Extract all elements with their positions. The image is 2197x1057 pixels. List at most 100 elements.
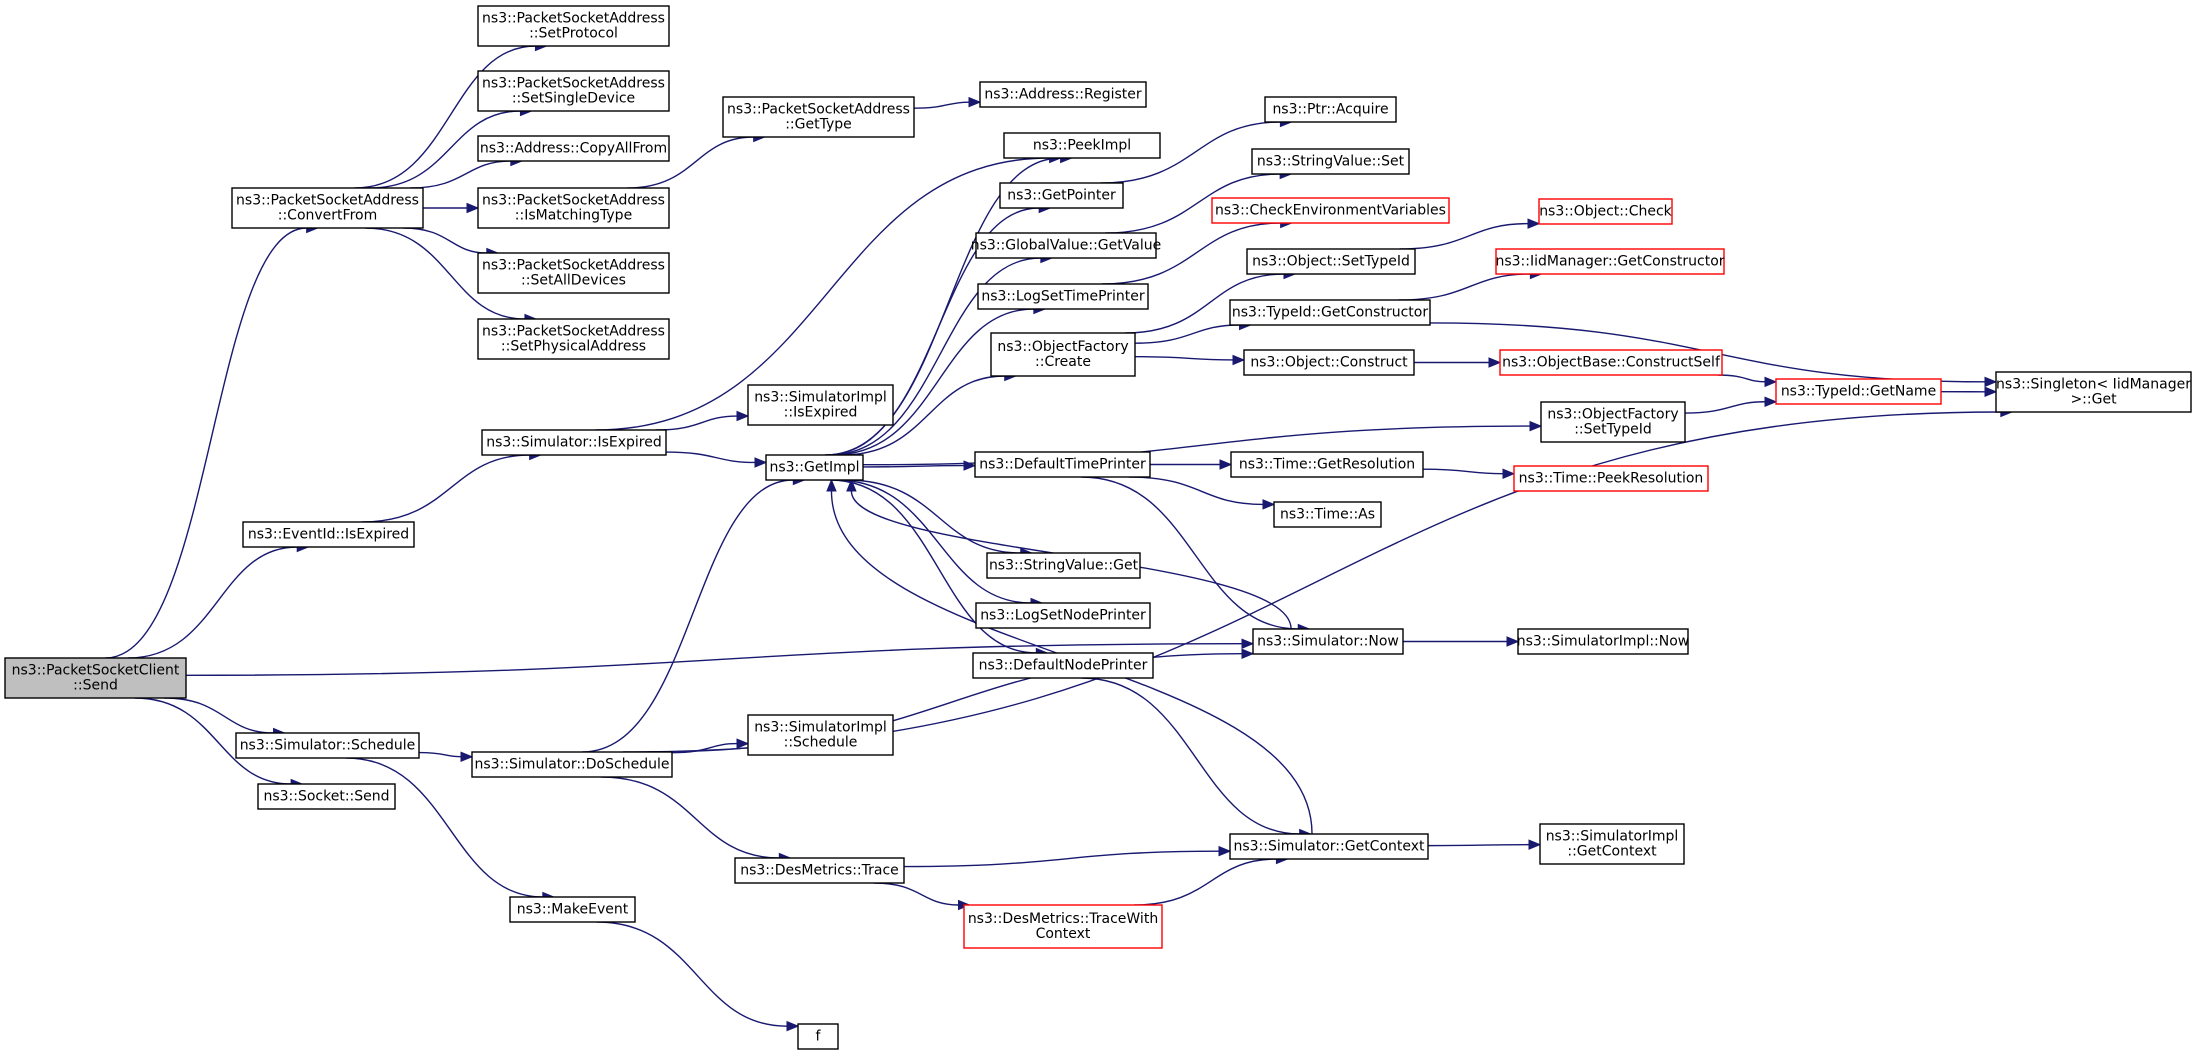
edge-line (1134, 324, 1240, 344)
node-setphysicaladdress[interactable]: ns3::PacketSocketAddress::SetPhysicalAdd… (477, 318, 670, 360)
call-edge-objectbase_constructself-to-typeid_getname (1717, 374, 1778, 388)
node-box (1995, 371, 2192, 413)
node-getpointer[interactable]: ns3::GetPointer (999, 182, 1124, 209)
node-object_check[interactable]: ns3::Object::Check (1538, 198, 1673, 225)
call-edge-sim_schedule-to-makeevent (346, 757, 556, 903)
node-time_getresolution[interactable]: ns3::Time::GetResolution (1230, 451, 1424, 478)
node-sim_doschedule[interactable]: ns3::Simulator::DoSchedule (471, 751, 673, 778)
call-edge-send-to-sim_schedule (164, 697, 286, 739)
node-box (974, 451, 1151, 478)
node-object_construct[interactable]: ns3::Object::Construct (1243, 349, 1415, 376)
node-makeevent[interactable]: ns3::MakeEvent (509, 896, 636, 923)
node-register[interactable]: ns3::Address::Register (979, 81, 1147, 108)
node-ptr_acquire[interactable]: ns3::Ptr::Acquire (1264, 96, 1397, 123)
arrowhead-icon (1241, 638, 1255, 649)
call-edge-defaulttimeprinter-to-time_as (1128, 476, 1276, 510)
node-object_settypeid[interactable]: ns3::Object::SetTypeId (1246, 248, 1416, 275)
node-copyallfrom[interactable]: ns3::Address::CopyAllFrom (477, 135, 670, 162)
node-desmetrics_trace[interactable]: ns3::DesMetrics::Trace (734, 857, 905, 884)
node-convertfrom[interactable]: ns3::PacketSocketAddress::ConvertFrom (231, 187, 424, 229)
node-box (963, 904, 1163, 949)
node-typeid_getname[interactable]: ns3::TypeId::GetName (1775, 378, 1942, 405)
node-box (1495, 248, 1725, 275)
arrowhead-icon (460, 751, 474, 762)
node-globalvalue_getvalue[interactable]: ns3::GlobalValue::GetValue (971, 232, 1161, 259)
edge-line (846, 479, 1021, 554)
node-eventid_isexpired[interactable]: ns3::EventId::IsExpired (242, 521, 415, 548)
edge-line (369, 110, 521, 189)
call-edge-desmetrics_trace-to-desmetrics_tracewithcontext (873, 882, 971, 911)
call-edge-send-to-eventid_isexpired (127, 541, 310, 659)
node-getimpl[interactable]: ns3::GetImpl (765, 454, 864, 481)
node-setprotocol[interactable]: ns3::PacketSocketAddress::SetProtocol (477, 5, 670, 47)
node-objfactory_create[interactable]: ns3::ObjectFactory::Create (990, 332, 1136, 377)
node-setsingledevice[interactable]: ns3::PacketSocketAddress::SetSingleDevic… (477, 70, 670, 112)
node-box (1513, 465, 1709, 492)
node-objectbase_constructself[interactable]: ns3::ObjectBase::ConstructSelf (1499, 349, 1723, 376)
node-label: ns3::Simulator::GetContext (1233, 839, 1425, 855)
edge-line (582, 479, 794, 753)
node-label: ns3::ObjectBase::ConstructSelf (1502, 355, 1721, 371)
node-ismatchingtype[interactable]: ns3::PacketSocketAddress::IsMatchingType (477, 187, 670, 229)
call-edge-object_settypeid-to-object_check (1399, 218, 1541, 250)
node-f[interactable]: f (797, 1023, 839, 1050)
node-time_as[interactable]: ns3::Time::As (1273, 501, 1382, 528)
edge-line (1422, 468, 1504, 475)
node-label: ns3::Address::Register (984, 87, 1142, 103)
node-box (1246, 248, 1416, 275)
node-checkenv[interactable]: ns3::CheckEnvironmentVariables (1211, 197, 1450, 224)
arrowhead-icon (1262, 499, 1276, 510)
node-label: ns3::DesMetrics::TraceWith (968, 911, 1158, 927)
node-stringvalue_get[interactable]: ns3::StringValue::Get (986, 552, 1141, 579)
node-box (477, 252, 670, 294)
node-time_peekresolution[interactable]: ns3::Time::PeekResolution (1513, 465, 1709, 492)
node-singleton_get[interactable]: ns3::Singleton< IidManager>::Get (1995, 371, 2192, 413)
node-gettype[interactable]: ns3::PacketSocketAddress::GetType (722, 96, 915, 138)
edge-line (841, 375, 1005, 456)
node-label: ns3::Simulator::DoSchedule (475, 757, 670, 773)
edge-line (825, 207, 1040, 456)
node-typeid_getconstructor[interactable]: ns3::TypeId::GetConstructor (1229, 299, 1431, 326)
edge-line (862, 425, 1531, 466)
call-edge-sim_schedule-to-sim_doschedule (418, 751, 474, 762)
node-label: ns3::PacketSocketAddress (727, 102, 910, 118)
node-stringvalue_set[interactable]: ns3::StringValue::Set (1251, 148, 1410, 175)
arrowhead-icon (1764, 376, 1778, 388)
edge-line (665, 451, 756, 464)
node-label: ns3::GlobalValue::GetValue (971, 238, 1161, 254)
arrowhead-icon (963, 460, 977, 471)
node-sim_isexpired[interactable]: ns3::Simulator::IsExpired (481, 429, 667, 456)
node-label: ns3::DesMetrics::Trace (740, 863, 899, 879)
node-label: ns3::MakeEvent (517, 902, 629, 918)
node-objfactory_settypeid[interactable]: ns3::ObjectFactory::SetTypeId (1540, 401, 1686, 443)
node-setalldevices[interactable]: ns3::PacketSocketAddress::SetAllDevices (477, 252, 670, 294)
node-sim_now[interactable]: ns3::Simulator::Now (1252, 628, 1404, 655)
node-label: ::Send (73, 678, 118, 694)
node-simimpl_getcontext[interactable]: ns3::SimulatorImpl::GetContext (1539, 823, 1685, 865)
node-defaultnodeprinter[interactable]: ns3::DefaultNodePrinter (972, 652, 1154, 679)
node-logsettimeprinter[interactable]: ns3::LogSetTimePrinter (977, 283, 1149, 310)
node-simimpl_isexpired[interactable]: ns3::SimulatorImpl::IsExpired (747, 384, 894, 426)
edge-line (1128, 476, 1264, 506)
node-peekimpl[interactable]: ns3::PeekImpl (1003, 132, 1161, 159)
node-box (765, 454, 864, 481)
node-sim_schedule[interactable]: ns3::Simulator::Schedule (235, 732, 420, 759)
node-socket_send[interactable]: ns3::Socket::Send (257, 783, 396, 810)
node-box (1273, 501, 1382, 528)
node-sim_getcontext[interactable]: ns3::Simulator::GetContext (1229, 833, 1429, 860)
node-box (797, 1023, 839, 1050)
edge-line (671, 742, 738, 754)
node-label: ns3::Address::CopyAllFrom (480, 141, 667, 157)
node-box (477, 318, 670, 360)
node-simimpl_schedule[interactable]: ns3::SimulatorImpl::Schedule (747, 714, 894, 756)
node-label: ns3::Socket::Send (263, 789, 389, 805)
node-label: Context (1036, 926, 1091, 942)
arrowhead-icon (1764, 396, 1778, 407)
node-defaulttimeprinter[interactable]: ns3::DefaultTimePrinter (974, 451, 1151, 478)
edge-line (354, 45, 536, 189)
node-iidmanager_getconstructor[interactable]: ns3::IidManager::GetConstructor (1495, 248, 1725, 275)
node-simimpl_now[interactable]: ns3::SimulatorImpl::Now (1517, 628, 1690, 655)
node-logsetnodeprinter[interactable]: ns3::LogSetNodePrinter (975, 602, 1151, 629)
edge-line (1081, 476, 1299, 630)
